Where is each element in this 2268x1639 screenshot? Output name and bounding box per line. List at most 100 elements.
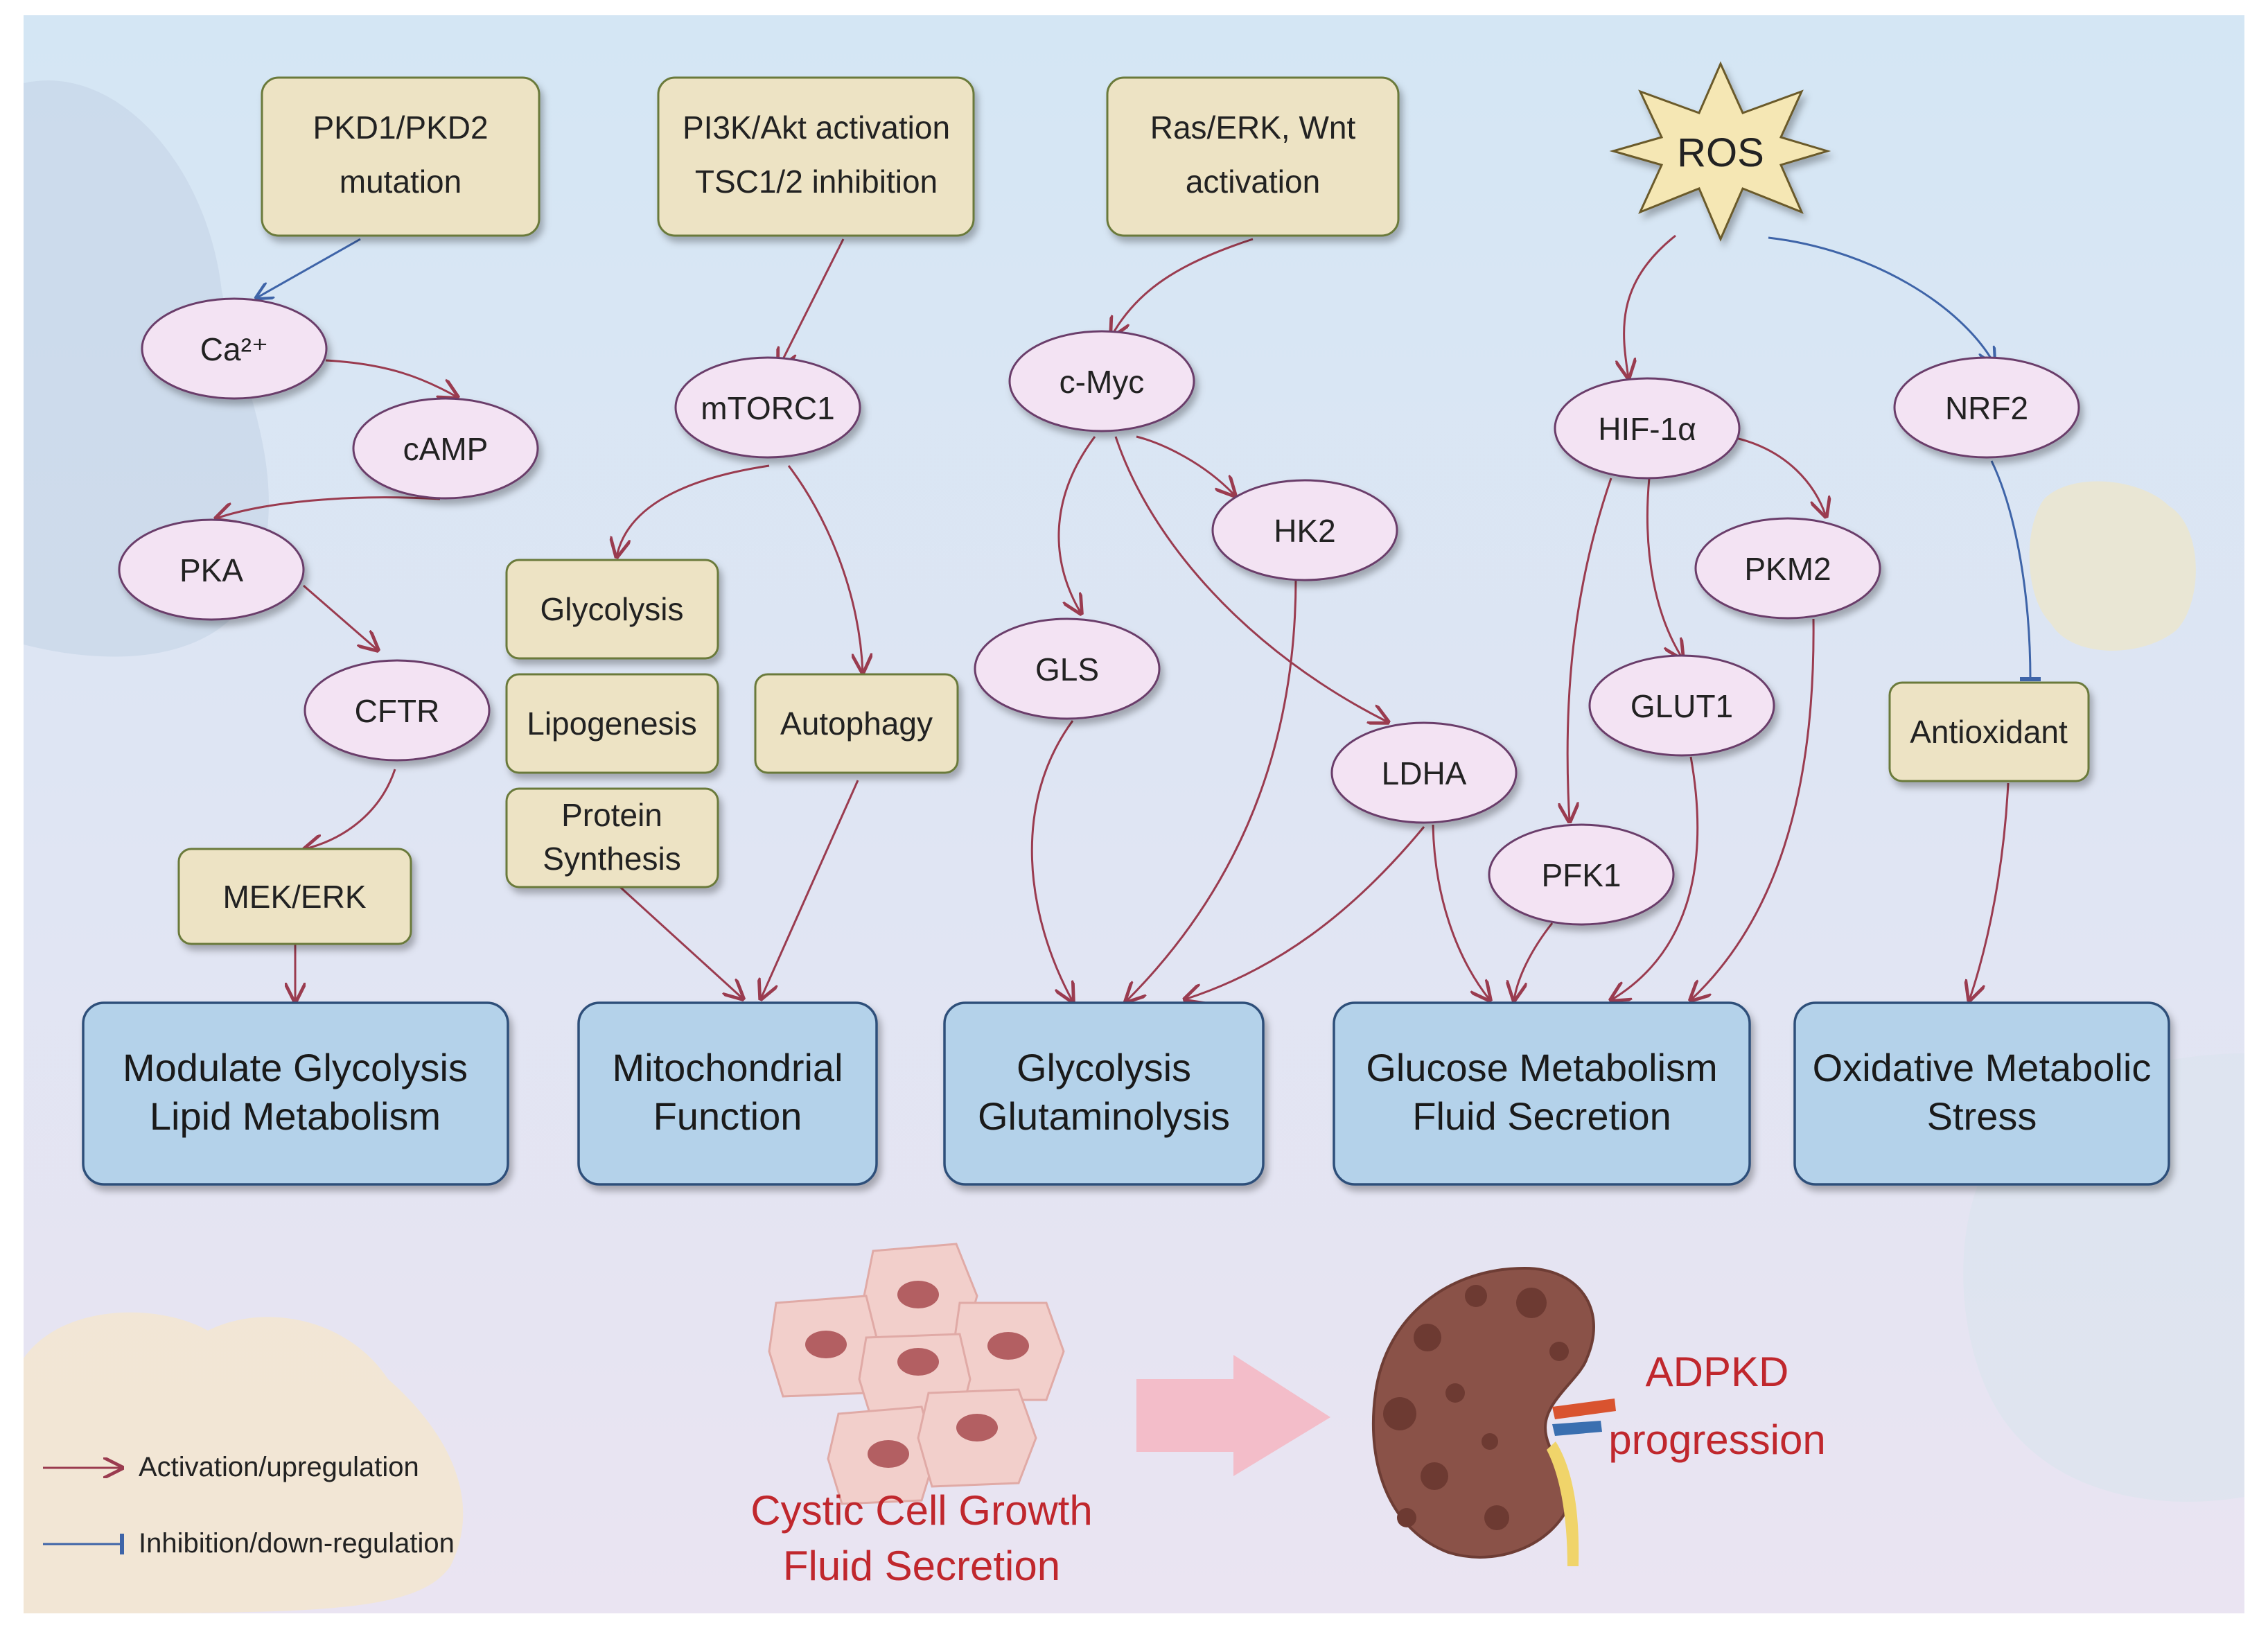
cells-caption-line2: Fluid Secretion <box>783 1543 1060 1589</box>
node-cmyc-label: c-Myc <box>1060 364 1145 400</box>
node-autophagy: Autophagy <box>754 673 959 774</box>
node-mek-label: MEK/ERK <box>222 879 366 915</box>
edge-mtorc1-autophagy <box>787 465 863 672</box>
edge-pka-cftr <box>303 584 378 650</box>
node-cmyc: c-Myc <box>1008 330 1195 432</box>
outcome-4-line1: Glucose Metabolism <box>1366 1046 1717 1089</box>
edge-camp-pka <box>216 496 441 518</box>
outcome-glycolysis-lipid: Modulate Glycolysis Lipid Metabolism <box>82 1001 509 1186</box>
node-ca-label: Ca²⁺ <box>200 331 268 367</box>
cells-caption-line1: Cystic Cell Growth <box>750 1487 1092 1534</box>
edge-hk2-o3 <box>1126 578 1297 1001</box>
outcome-3-line1: Glycolysis <box>1017 1046 1191 1089</box>
outcome-2-line2: Function <box>653 1094 802 1138</box>
node-cftr: CFTR <box>304 659 491 762</box>
node-lipogenesis: Lipogenesis <box>505 673 719 774</box>
outcome-1-line1: Modulate Glycolysis <box>123 1046 468 1089</box>
outcome-3-line2: Glutaminolysis <box>978 1094 1230 1138</box>
node-cftr-label: CFTR <box>355 693 440 729</box>
outcome-5-line2: Stress <box>1927 1094 2037 1138</box>
edge-cftr-mek <box>305 769 396 849</box>
edge-mtorc1-glycolysis <box>617 464 770 556</box>
edge-antioxidant-o5 <box>1969 782 2010 1000</box>
edge-pi3k-mtorc1 <box>779 238 845 367</box>
edge-cmyc-hk2 <box>1136 435 1235 496</box>
input-ras-line1: Ras/ERK, Wnt <box>1150 109 1356 146</box>
outcome-glucose-fluid: Glucose Metabolism Fluid Secretion <box>1333 1001 1751 1186</box>
node-autophagy-label: Autophagy <box>780 705 933 742</box>
node-antioxidant-label: Antioxidant <box>1910 714 2068 750</box>
input-ras-box: Ras/ERK, Wnt activation <box>1106 76 1400 237</box>
edge-protein-o2 <box>619 886 743 999</box>
node-hk2: HK2 <box>1211 479 1398 581</box>
edge-hif-pfk1 <box>1567 477 1612 821</box>
input-pkd-line1: PKD1/PKD2 <box>313 109 488 146</box>
node-mtorc1-label: mTORC1 <box>701 390 834 426</box>
ros-label: ROS <box>1677 130 1764 175</box>
node-pfk1-label: PFK1 <box>1541 857 1621 893</box>
node-lipogenesis-label: Lipogenesis <box>527 705 697 742</box>
node-protein-label-2: Synthesis <box>543 841 680 877</box>
input-pi3k-line2: TSC1/2 inhibition <box>695 164 938 200</box>
edges <box>216 234 2041 1001</box>
node-nrf2-label: NRF2 <box>1945 390 2028 426</box>
node-camp: cAMP <box>352 397 539 500</box>
input-pkd-line2: mutation <box>340 164 461 200</box>
node-ldha: LDHA <box>1330 721 1518 824</box>
edge-autophagy-o2 <box>761 780 859 999</box>
input-pi3k-box: PI3K/Akt activation TSC1/2 inhibition <box>657 76 975 237</box>
legend-inhibition-label: Inhibition/down-regulation <box>139 1528 455 1559</box>
edge-ros-nrf2 <box>1768 236 1994 364</box>
node-pka-label: PKA <box>179 552 243 588</box>
legend: Activation/upregulation Inhibition/down-… <box>43 1452 455 1559</box>
outcome-4-line2: Fluid Secretion <box>1412 1094 1671 1138</box>
node-camp-label: cAMP <box>403 431 489 467</box>
edge-nrf2-antioxidant <box>1990 460 2041 682</box>
node-glut1-label: GLUT1 <box>1630 688 1733 724</box>
outcome-1-line2: Lipid Metabolism <box>150 1094 441 1138</box>
adpkd-caption-line1: ADPKD <box>1646 1349 1789 1395</box>
edge-ca-camp <box>325 359 457 397</box>
cyst-cells-illustration <box>768 1243 1065 1505</box>
outcome-5-line1: Oxidative Metabolic <box>1813 1046 2152 1089</box>
outcome-mitochondrial: Mitochondrial Function <box>577 1001 878 1186</box>
adpkd-caption-line2: progression <box>1608 1417 1826 1463</box>
edge-ldha-o3 <box>1185 826 1425 999</box>
node-glut1: GLUT1 <box>1588 654 1775 757</box>
edge-pfk1-o4 <box>1514 922 1554 1000</box>
decor-blob-left <box>24 80 269 657</box>
node-antioxidant: Antioxidant <box>1888 681 2090 782</box>
background-panel <box>24 15 2244 1613</box>
edge-pkm2-o4 <box>1691 618 1815 1000</box>
node-pfk1: PFK1 <box>1488 823 1675 926</box>
decor-blob-bottom-left <box>24 1312 464 1614</box>
edge-hif-glut1 <box>1646 477 1682 658</box>
decor-blob-right <box>2029 481 2196 651</box>
edge-ras-cmyc <box>1111 238 1254 336</box>
node-hif-label: HIF-1α <box>1598 411 1696 447</box>
node-protein-label-1: Protein <box>561 797 662 833</box>
node-gls: GLS <box>974 617 1161 720</box>
kidney-illustration <box>1372 1266 1616 1566</box>
outcome-2-line1: Mitochondrial <box>612 1046 843 1089</box>
node-pkm2-label: PKM2 <box>1744 551 1831 587</box>
outcome-oxidative-stress: Oxidative Metabolic Stress <box>1793 1001 2170 1186</box>
edge-ldha-o4 <box>1432 824 1490 1000</box>
edge-glut1-o4 <box>1611 756 1699 1000</box>
input-ras-line2: activation <box>1186 164 1320 200</box>
node-hk2-label: HK2 <box>1274 513 1335 549</box>
input-pkd-box: PKD1/PKD2 mutation <box>261 76 540 237</box>
node-mek: MEK/ERK <box>177 848 412 945</box>
edge-cmyc-gls <box>1057 436 1096 613</box>
node-pka: PKA <box>118 518 305 621</box>
node-nrf2: NRF2 <box>1893 356 2080 459</box>
node-glycolysis-label: Glycolysis <box>540 591 683 627</box>
node-gls-label: GLS <box>1035 651 1099 687</box>
node-protein-synthesis: Protein Synthesis <box>505 787 719 888</box>
input-pi3k-line1: PI3K/Akt activation <box>683 109 950 146</box>
edge-pkd-ca <box>256 238 361 298</box>
edge-gls-o3 <box>1030 720 1073 1001</box>
legend-activation-label: Activation/upregulation <box>139 1452 419 1482</box>
